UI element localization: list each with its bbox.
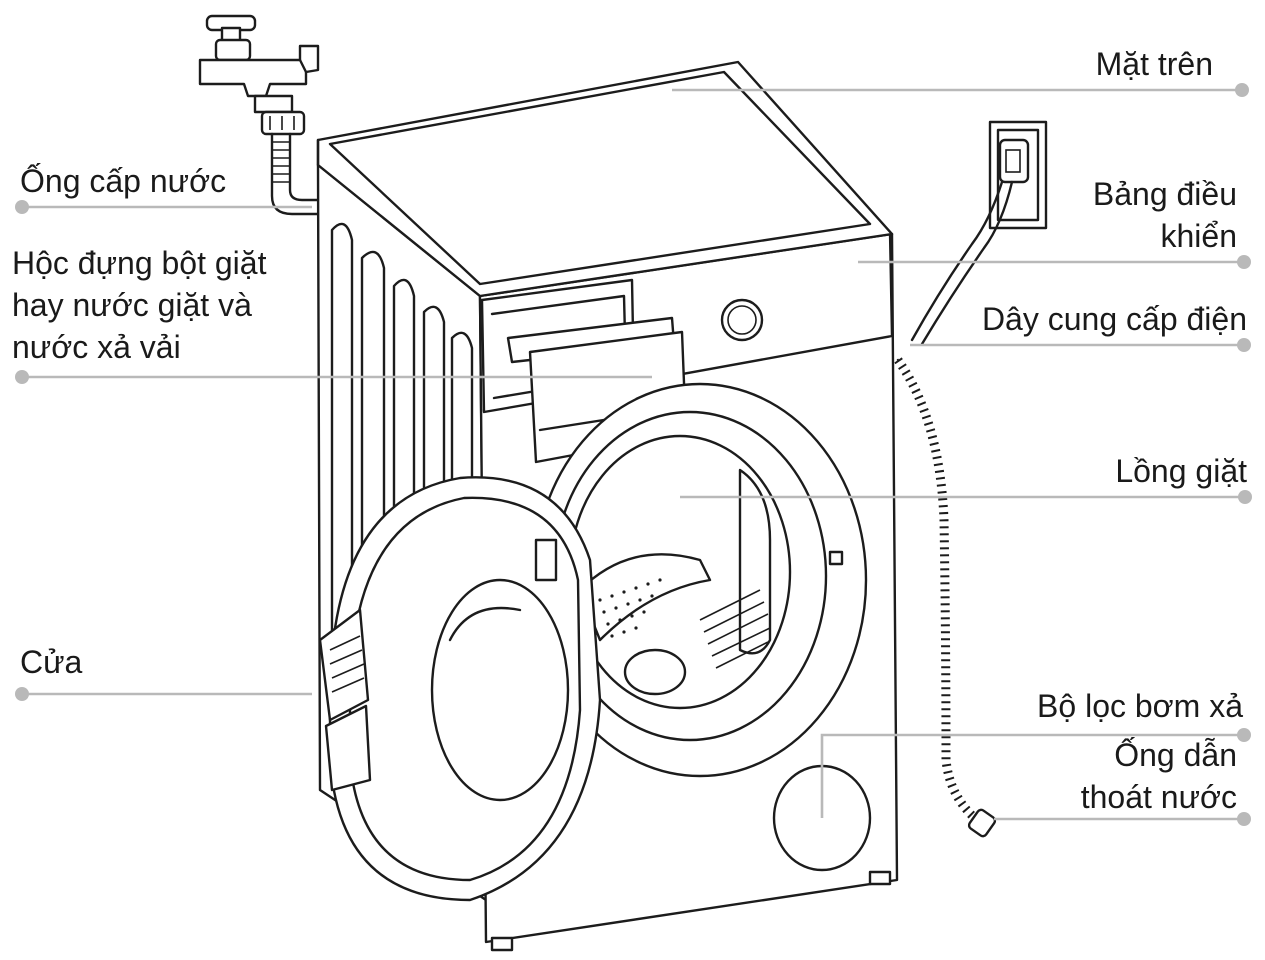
- water-inlet-hose: [270, 132, 322, 216]
- power-cord: [910, 180, 1004, 342]
- label-ong-dan-thoat-nuoc: Ống dẫn thoát nước: [1080, 737, 1237, 815]
- label-day-cung-cap-dien: Dây cung cấp điện: [981, 301, 1247, 337]
- label-bo-loc-bom-xa: Bộ lọc bơm xả: [1037, 688, 1243, 724]
- label-hoc-dung-bot-giat: Hộc đựng bột giặt hay nước giặt và nước …: [12, 245, 267, 365]
- label-mat-tren: Mặt trên: [1095, 46, 1213, 82]
- door: [318, 476, 602, 902]
- wall-socket: [988, 120, 1048, 230]
- drain-hose: [894, 357, 997, 838]
- label-ong-cap-nuoc: Ống cấp nước: [20, 163, 227, 199]
- label-cua: Cửa: [20, 644, 83, 680]
- leader-lines: [15, 83, 1252, 826]
- label-bang-dieu-khien: Bảng điều khiển: [1092, 176, 1237, 254]
- water-tap: [198, 14, 320, 136]
- label-long-giat: Lồng giặt: [1115, 453, 1247, 489]
